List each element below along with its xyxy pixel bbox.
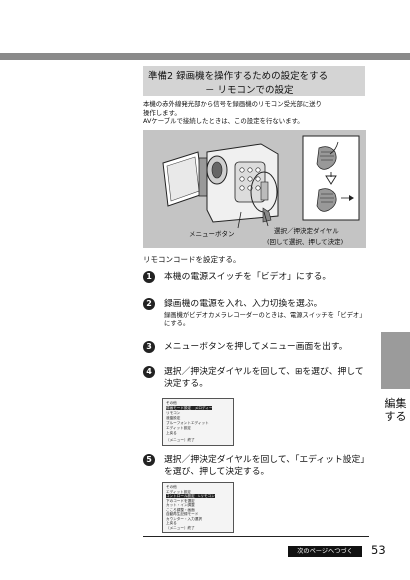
step-2-subtext: 録画機がビデオカメラレコーダーのときは、電源スイッチを「ビデオ」にする。 [164,312,366,328]
next-page-banner: 次のページへつづく [288,546,362,557]
screen1-line: 録画モード設定 メロディー [166,406,213,410]
step-5-text: 選択／押決定ダイヤルを回して、「エディット設定」を選び、押して決定する。 [164,455,365,477]
screen2-line: 自動再生記録モード [166,512,199,516]
screen2-line: その他 [166,485,177,489]
bottom-rule [143,536,369,537]
step-5-number: 5 [143,454,155,466]
menu-button-label: メニューボタン [189,230,235,238]
dial-label-line2: (回して選択、押して決定) [267,238,344,246]
screen2-line: カット・イン調整 [166,503,195,507]
screen1-line: リモコン [166,411,181,415]
screen1-line: 液晶設定 [166,416,181,420]
screen1-line: エディット設定 [166,426,191,430]
step-4-number: 4 [143,366,155,378]
screen1-line: ブルーフォントエディット [166,421,209,425]
screen1-line: 〔メニュー〕終了 [166,438,195,442]
camcorder-illustration [143,130,366,248]
intro-line-3: AVケーブルで接続したときは、この設定を行ないます。 [143,117,304,126]
section-heading: 準備2 録画機を操作するための設定をする － リモコンでの設定 [143,66,365,96]
intro-text: 本機の赤外線発光部から信号を録画機のリモコン受光部に送り 操作します。 AVケー… [143,100,368,126]
dial-label-line1: 選択／押決定ダイヤル [274,227,339,235]
screen2-line: 上戻る [166,521,177,525]
step-3-text: メニューボタンを押してメニュー画面を出す。 [164,342,348,352]
intro-line-2: 操作します。 [143,108,181,117]
step-4-text: 選択／押決定ダイヤルを回して、⊞を選び、押して決定する。 [164,367,364,389]
step-2-text: 録画機の電源を入れ、入力切換を選ぶ。 [164,299,323,309]
step-3: 3 メニューボタンを押してメニュー画面を出す。 [143,341,369,355]
step-1-text: 本機の電源スイッチを「ビデオ」にする。 [164,272,332,282]
section-title-line1: 準備2 録画機を操作するための設定をする [148,71,329,82]
step-1-number: 1 [143,271,155,283]
side-tab-marker [381,332,410,389]
remote-code-note: リモコンコードを設定する。 [143,255,241,264]
page-number: 53 [371,543,386,557]
menu-screen-1: その他 録画モード設定 メロディー リモコン 液晶設定 ブルーフォントエディット… [162,398,234,446]
menu-screen-2: その他 エディット設定 コントロール設定 Lリモコン 下のコードを選定 カット・… [162,482,234,533]
section-title-line2: － リモコンでの設定 [205,85,294,96]
screen2-line: 下のコードを選定 [166,498,195,503]
screen2-line: コントロール設定 Lリモコン [166,494,215,498]
step-3-number: 3 [143,341,155,353]
camcorder-drawing [162,135,360,229]
screen2-line: エディット設定 [166,489,191,494]
step-5: 5 選択／押決定ダイヤルを回して、「エディット設定」を選び、押して決定する。 [143,454,369,480]
step-2-number: 2 [143,298,155,310]
screen1-line: その他 [166,401,177,405]
top-rule-bar [0,53,410,60]
side-tab-label: 編集する [384,397,407,423]
step-1: 1 本機の電源スイッチを「ビデオ」にする。 [143,271,369,285]
screen2-line: 〔メニュー〕終了 [166,526,195,530]
screen2-line: カウンター・入力選択 [166,516,202,521]
screen2-line: こころ調整・画面 [166,507,195,512]
step-4: 4 選択／押決定ダイヤルを回して、⊞を選び、押して決定する。 [143,366,369,392]
intro-line-1: 本機の赤外線発光部から信号を録画機のリモコン受光部に送り [143,100,322,108]
screen1-line: 上戻る [166,431,177,435]
step-2: 2 録画機の電源を入れ、入力切換を選ぶ。 録画機がビデオカメラレコーダーのときは… [143,298,369,332]
